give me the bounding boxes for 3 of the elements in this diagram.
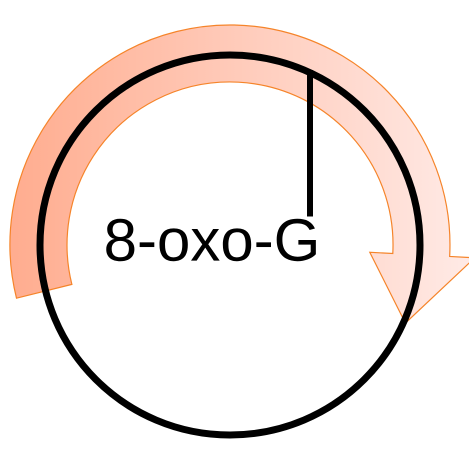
leader-line — [307, 70, 313, 217]
circle-ring — [36, 52, 424, 438]
label-text: 8-oxo-G — [106, 218, 316, 262]
